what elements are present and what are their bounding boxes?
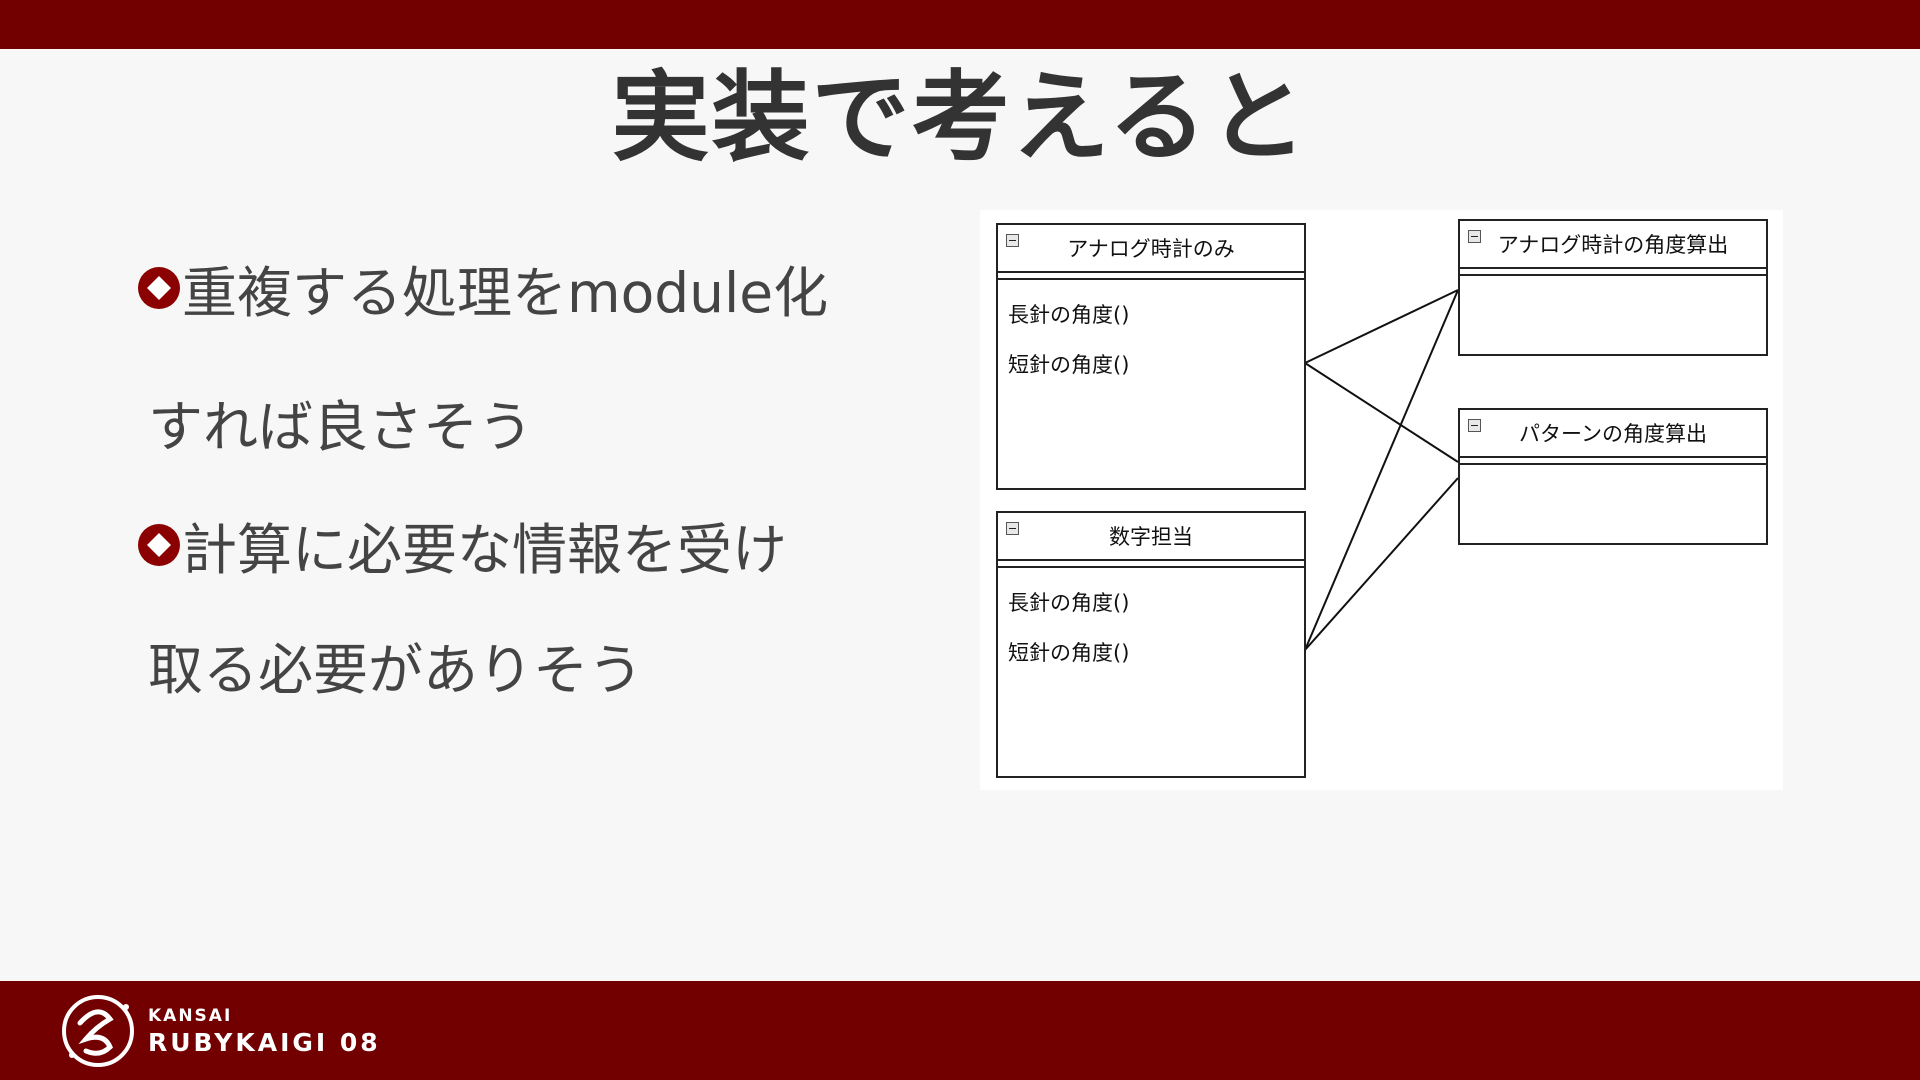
uml-diagram: アナログ時計のみ 長針の角度() 短針の角度() 数字担当 長針の角度() 短針… [980, 210, 1783, 790]
connector-line [1304, 289, 1459, 651]
operation: 短針の角度() [1008, 353, 1130, 377]
class-name: アナログ時計の角度算出 [1497, 233, 1729, 257]
collapse-icon[interactable] [1468, 230, 1481, 243]
slide-title: 実装で考えると [611, 61, 1309, 175]
operation: 長針の角度() [1008, 303, 1130, 327]
top-banner [0, 0, 1920, 49]
footer-banner [0, 981, 1920, 1080]
collapse-icon[interactable] [1006, 234, 1019, 247]
class-name: アナログ時計のみ [1067, 237, 1235, 261]
bullet-1-text: 重複する処理をmodule化 [182, 261, 829, 325]
operation: 短針の角度() [1008, 641, 1130, 665]
collapse-icon[interactable] [1468, 419, 1481, 432]
logo-subtitle: KANSAI [148, 1006, 233, 1026]
connector-line [1304, 362, 1459, 463]
bullet-2-continued: 取る必要がありそう [148, 638, 644, 702]
bullet-2: 計算に必要な情報を受け [136, 505, 787, 585]
diamond-bullet-icon [138, 524, 180, 566]
bullet-1: 重複する処理をmodule化 [136, 248, 828, 328]
class-box-numeric[interactable]: 数字担当 長針の角度() 短針の角度() [996, 511, 1306, 778]
class-box-analog-clock[interactable]: アナログ時計のみ 長針の角度() 短針の角度() [996, 223, 1306, 490]
logo-title: RUBYKAIGI 08 [148, 1028, 381, 1057]
class-name: 数字担当 [1109, 525, 1193, 549]
class-box-pattern-angle-calc[interactable]: パターンの角度算出 [1458, 408, 1768, 545]
class-box-analog-angle-calc[interactable]: アナログ時計の角度算出 [1458, 219, 1768, 356]
connector-line [1304, 477, 1459, 651]
operation: 長針の角度() [1008, 591, 1130, 615]
connection-lines [1304, 289, 1459, 651]
class-name: パターンの角度算出 [1519, 422, 1707, 446]
collapse-icon[interactable] [1006, 522, 1019, 535]
connector-line [1304, 289, 1459, 364]
diamond-bullet-icon [138, 267, 180, 309]
rubykaigi-logo-icon [62, 995, 134, 1067]
bullet-1-continued: すれば良さそう [148, 395, 534, 459]
bullet-2-text: 計算に必要な情報を受け [182, 518, 788, 582]
